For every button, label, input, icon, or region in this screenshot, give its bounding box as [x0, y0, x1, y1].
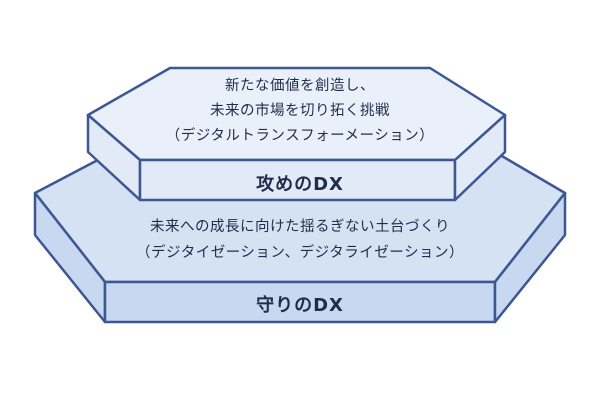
lower-tier-right-face [493, 191, 567, 324]
upper-tier-title: 攻めのDX [256, 174, 344, 195]
upper-tier [86, 66, 507, 202]
lower-tier-description-line-2: （デジタイゼーション、デジタライゼーション） [136, 245, 464, 261]
upper-tier-description-line-3: （デジタルトランスフォーメーション） [165, 128, 435, 144]
lower-tier-description-line-1: 未来への成長に向けた揺るぎない土台づくり [150, 219, 450, 235]
upper-tier-description-line-2: 未来の市場を切り拓く挑戦 [210, 103, 390, 119]
lower-tier-title: 守りのDX [256, 295, 344, 316]
upper-tier-right-face [453, 113, 507, 202]
upper-tier-description-line-1: 新たな価値を創造し、 [225, 78, 375, 94]
